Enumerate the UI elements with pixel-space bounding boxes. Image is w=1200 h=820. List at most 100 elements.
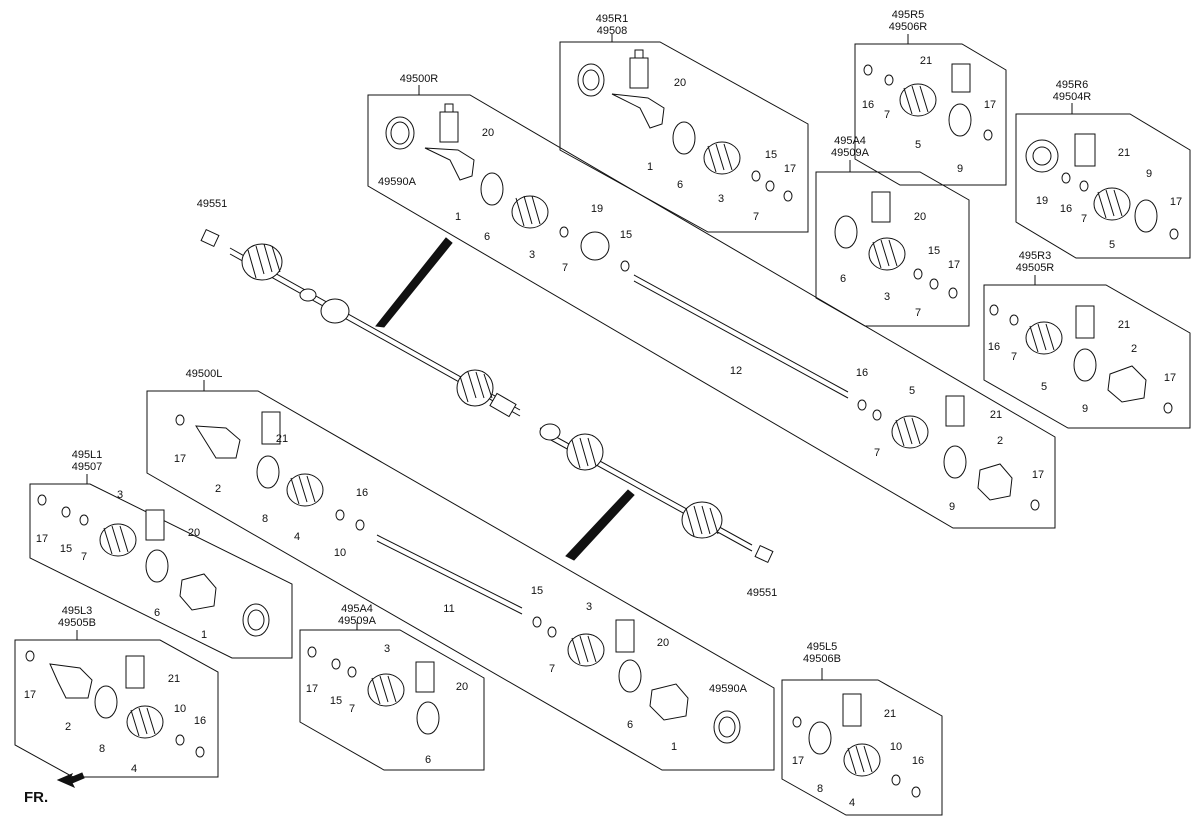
- label-49500R: 49500R: [400, 73, 439, 85]
- label-495A4-top: 495A4: [834, 135, 866, 147]
- box-495A4-top: [815, 171, 970, 327]
- part-number-20: 20: [657, 637, 669, 649]
- part-number-1: 1: [455, 211, 461, 223]
- part-number-10: 10: [334, 547, 346, 559]
- part-number-21: 21: [884, 708, 896, 720]
- part-number-8: 8: [817, 783, 823, 795]
- part-number-20: 20: [456, 681, 468, 693]
- box-49500R: [367, 94, 1056, 529]
- part-number-20: 20: [674, 77, 686, 89]
- box-495R1: [559, 41, 809, 233]
- part-number-6: 6: [627, 719, 633, 731]
- part-number-7: 7: [349, 703, 355, 715]
- part-number-9: 9: [957, 163, 963, 175]
- nut-49551-bottom: [754, 544, 774, 564]
- box-49500L: [146, 390, 775, 771]
- fr-label: FR.: [24, 789, 48, 806]
- part-number-7: 7: [915, 307, 921, 319]
- label-49507: 49507: [72, 461, 103, 473]
- joint-1: [424, 147, 475, 181]
- label-49590A-right: 49590A: [378, 176, 417, 188]
- cv-joint-outer-right: [241, 243, 283, 281]
- parts-495L1: [37, 494, 270, 637]
- parts-49500R: [385, 103, 1040, 511]
- group-boxes: [14, 41, 1191, 816]
- boot-5-R: [891, 415, 929, 449]
- part-number-21: 21: [990, 409, 1002, 421]
- box-495R5: [854, 43, 1007, 186]
- cv-joint-inner-left: [566, 433, 604, 471]
- part-number-9: 9: [1082, 403, 1088, 415]
- parts-495A4-bottom: [307, 646, 440, 735]
- part-number-3: 3: [884, 291, 890, 303]
- part-number-7: 7: [753, 211, 759, 223]
- part-number-12: 12: [730, 365, 742, 377]
- part-number-19: 19: [1036, 195, 1048, 207]
- part-number-15: 15: [330, 695, 342, 707]
- label-49508: 49508: [597, 25, 628, 37]
- part-number-4: 4: [849, 797, 855, 809]
- part-number-3: 3: [384, 643, 390, 655]
- part-number-17: 17: [36, 533, 48, 545]
- label-49505B: 49505B: [58, 617, 96, 629]
- label-495R1: 495R1: [596, 13, 628, 25]
- housing-2-R: [977, 463, 1013, 501]
- label-49551-top: 49551: [197, 198, 228, 210]
- part-number-20: 20: [188, 527, 200, 539]
- part-number-7: 7: [874, 447, 880, 459]
- part-number-5: 5: [909, 385, 915, 397]
- part-number-19: 19: [591, 203, 603, 215]
- part-number-7: 7: [884, 109, 890, 121]
- part-number-16: 16: [988, 341, 1000, 353]
- part-number-21: 21: [920, 55, 932, 67]
- group-leaders: [76, 34, 1073, 680]
- box-495L3: [14, 639, 219, 778]
- part-number-3: 3: [586, 601, 592, 613]
- part-number-15: 15: [765, 149, 777, 161]
- part-number-21: 21: [276, 433, 288, 445]
- label-495A4-bottom: 495A4: [341, 603, 373, 615]
- part-number-16: 16: [356, 487, 368, 499]
- part-number-17: 17: [948, 259, 960, 271]
- part-number-21: 21: [1118, 147, 1130, 159]
- bearing-19: [580, 231, 610, 261]
- part-number-7: 7: [549, 663, 555, 675]
- part-number-11: 11: [443, 603, 454, 615]
- part-number-17: 17: [24, 689, 36, 701]
- label-49506B: 49506B: [803, 653, 841, 665]
- part-number-17: 17: [1170, 196, 1182, 208]
- fr-arrow-icon: [56, 772, 85, 789]
- part-number-4: 4: [294, 531, 300, 543]
- label-495R6: 495R6: [1056, 79, 1088, 91]
- box-495A4-bot: [299, 629, 485, 771]
- part-number-5: 5: [1109, 239, 1115, 251]
- label-49500L: 49500L: [186, 368, 223, 380]
- damper-right: [320, 298, 350, 324]
- grease-20: [439, 111, 459, 143]
- label-49509A-bottom: 49509A: [338, 615, 377, 627]
- part-number-6: 6: [677, 179, 683, 191]
- parts-495R5: [863, 63, 993, 141]
- part-number-4: 4: [131, 763, 137, 775]
- box-495R6: [1015, 113, 1191, 259]
- parts-495R1: [577, 49, 793, 202]
- parts-495R3: [989, 304, 1173, 414]
- boot-3: [511, 195, 549, 229]
- part-number-15: 15: [60, 543, 72, 555]
- label-49506R: 49506R: [889, 21, 928, 33]
- part-number-3: 3: [117, 489, 123, 501]
- part-number-20: 20: [914, 211, 926, 223]
- part-number-10: 10: [174, 703, 186, 715]
- part-number-21: 21: [168, 673, 180, 685]
- label-495R3: 495R3: [1019, 250, 1051, 262]
- callout-wedge-top: [375, 237, 453, 328]
- parts-495L5: [792, 693, 921, 798]
- label-49551-bottom: 49551: [747, 587, 778, 599]
- part-number-7: 7: [1081, 213, 1087, 225]
- part-number-10: 10: [890, 741, 902, 753]
- part-number-17: 17: [792, 755, 804, 767]
- parts-495A4-top: [834, 191, 958, 299]
- part-number-6: 6: [484, 231, 490, 243]
